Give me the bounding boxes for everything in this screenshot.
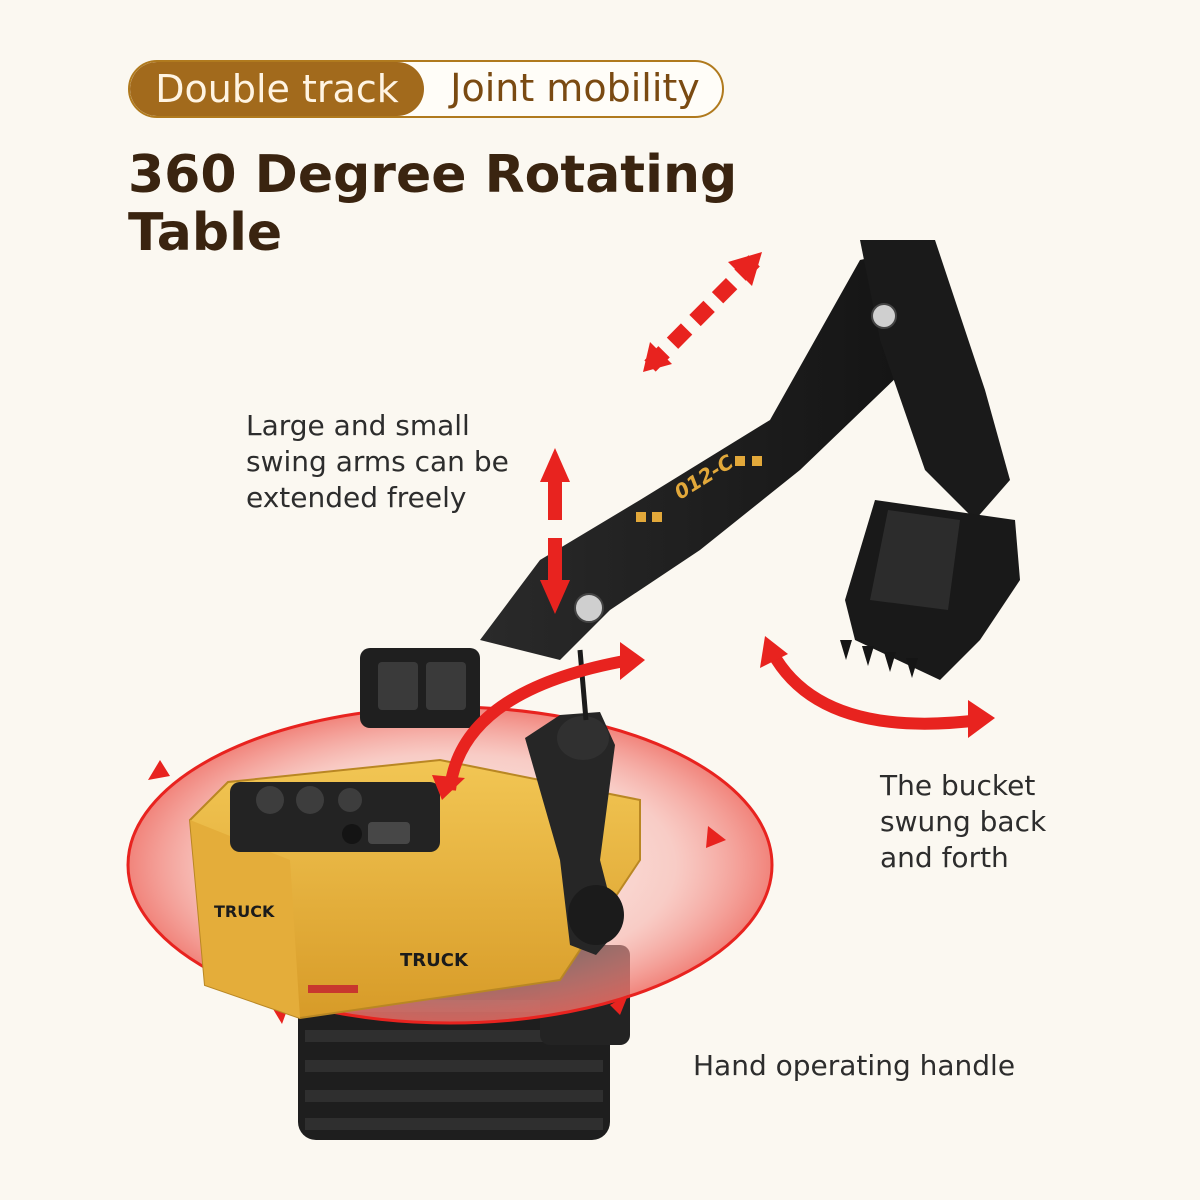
boom-lift-arrow [540,448,570,614]
boom-extend-arrow [643,252,762,372]
operating-handle [525,649,624,955]
cab-swing-arrow [432,642,645,800]
feature-badge-group: Double track Joint mobility [128,60,724,118]
motion-arrows [432,252,995,800]
callout-swing-arms: Large and small swing arms can be extend… [246,409,509,514]
callout-bucket: The bucket swung back and forth [880,769,1047,874]
callout-handle: Hand operating handle [693,1049,1016,1082]
bucket [840,500,1020,680]
page-title: 360 Degree Rotating Table [128,145,738,263]
svg-text:TRUCK: TRUCK [214,902,275,921]
body-text-truck: TRUCK TRUCK [214,902,469,971]
excavator-body: TRUCK TRUCK [188,648,641,1020]
bucket-swing-arrow [760,636,995,738]
badge-joint-mobility: Joint mobility [450,66,700,110]
svg-text:TRUCK: TRUCK [400,950,469,971]
boom-and-arm: 012-C [480,240,1010,660]
badge-double-track: Double track [130,62,424,116]
